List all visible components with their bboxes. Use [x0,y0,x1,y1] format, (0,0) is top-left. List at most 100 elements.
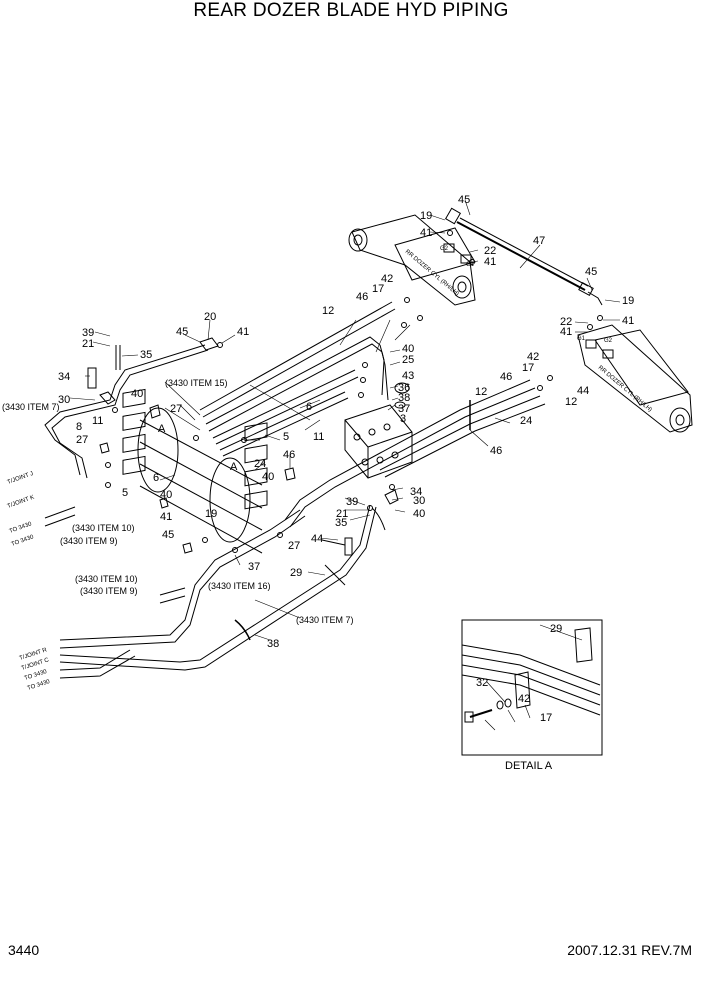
part-callout: 17 [540,712,552,724]
part-callout: 19 [622,295,634,307]
part-callout: 40 [160,489,172,501]
part-callout: 45 [162,529,174,541]
fitting-stack-left [122,388,268,554]
part-callout: 40 [413,508,425,520]
part-callout: 22 [484,245,496,257]
detail-a-label: DETAIL A [505,760,553,772]
to-3430-label-4: TO 3430 [27,679,52,692]
part-callout: 40 [262,471,274,483]
part-callout: 6 [306,401,312,413]
part-callout: 8 [76,421,82,433]
leader-lines [69,199,621,731]
part-callout: 39 [346,496,358,508]
part-callout: 27 [288,540,300,552]
part-callout: 42 [518,693,530,705]
o-rings [105,230,603,553]
part-callout: 41 [237,326,249,338]
cylinder-label-upper: RR DOZER CYL (RH/LH) [404,249,460,297]
part-callout: 41 [420,227,432,239]
part-callout: 32 [476,677,488,689]
part-callout: 29 [550,623,562,635]
part-callout: 41 [160,511,172,523]
part-callout: 19 [205,508,217,520]
section-marker-a-left: A [158,423,166,435]
part-callout: 41 [484,256,496,268]
ref-item9-lower: (3430 ITEM 9) [80,586,138,596]
part-callout: 40 [131,388,143,400]
part-callout: 45 [585,266,597,278]
part-callout: 42 [527,351,539,363]
part-callout: 35 [140,349,152,361]
section-marker-a-right: A [230,461,238,473]
to-3430-stubs [44,506,186,604]
ref-item7-lower: (3430 ITEM 7) [296,615,354,625]
part-callout: 34 [58,371,70,383]
ref-item16: (3430 ITEM 16) [208,581,271,591]
part-callout: 29 [290,567,302,579]
part-callout: 44 [577,385,589,397]
part-callout: 41 [622,315,634,327]
part-callout: 38 [398,392,410,404]
small-fittings [87,362,410,556]
revision-date: 2007.12.31 REV.7M [567,942,692,958]
port-label-g2-right: G2 [604,338,613,344]
part-callout: 43 [402,370,414,382]
pipe-bundle-right [284,379,546,528]
ref-item7-left: (3430 ITEM 7) [2,402,60,412]
part-callout: 11 [92,415,103,427]
part-callout: 11 [313,431,324,443]
page-title: REAR DOZER BLADE HYD PIPING [193,0,509,21]
ref-item10-lower: (3430 ITEM 10) [75,574,138,584]
part-callout: 46 [356,291,368,303]
part-callout: 34 [410,486,422,498]
part-callout: 12 [475,386,487,398]
part-callout: 46 [490,445,502,457]
part-callout: 24 [254,458,266,470]
hose-47 [444,207,603,306]
part-callout: 6 [153,472,159,484]
manifold-block [344,404,413,479]
part-callout: 5 [283,431,289,443]
part-callout: 17 [522,362,534,374]
to-3430-label-1: TO 3430 [9,521,34,535]
part-callout: 35 [335,517,347,529]
detail-a-box [461,619,603,756]
part-callout: 45 [458,194,470,206]
part-callout: 45 [176,326,188,338]
part-callout: 47 [533,235,545,247]
page-number: 3440 [8,942,40,958]
part-callout: 38 [267,638,279,650]
to-3430-label-2: TO 3430 [11,534,36,548]
part-callout: 46 [283,449,295,461]
part-callout: 40 [402,343,414,355]
part-callout: 44 [311,533,323,545]
pipe-bundle-lower [59,504,377,679]
part-callout: 21 [336,508,348,520]
port-label-g2-upper: G2 [440,246,449,252]
part-callout: 42 [381,273,393,285]
part-callout: 39 [82,327,94,339]
part-callout: 37 [398,403,410,415]
part-callout: 12 [322,305,334,317]
ref-item15: (3430 ITEM 15) [165,378,228,388]
part-callout: 27 [76,434,88,446]
cylinder-label-right: RR DOZER CYL (RH/LH) [597,365,653,413]
callout-layer: 4519414722414519412241421746122041453921… [58,194,634,724]
part-callout: 24 [520,415,532,427]
rear-dozer-cylinder-right [577,324,693,433]
part-callout: 21 [82,338,94,350]
part-callout: 25 [402,354,414,366]
pipe-upper-left [44,337,219,479]
part-callout: 3 [400,413,406,425]
part-callout: 12 [565,396,577,408]
ref-item9-upper: (3430 ITEM 9) [60,536,118,546]
part-callout: 22 [560,316,572,328]
part-callout: 5 [122,487,128,499]
part-callout: 19 [420,210,432,222]
part-callout: 27 [170,403,182,415]
part-callout: 30 [413,495,425,507]
joint-label-j: T/JOINT J [7,471,35,486]
part-callout: 46 [500,371,512,383]
port-label-g1-upper: G1 [466,262,475,268]
